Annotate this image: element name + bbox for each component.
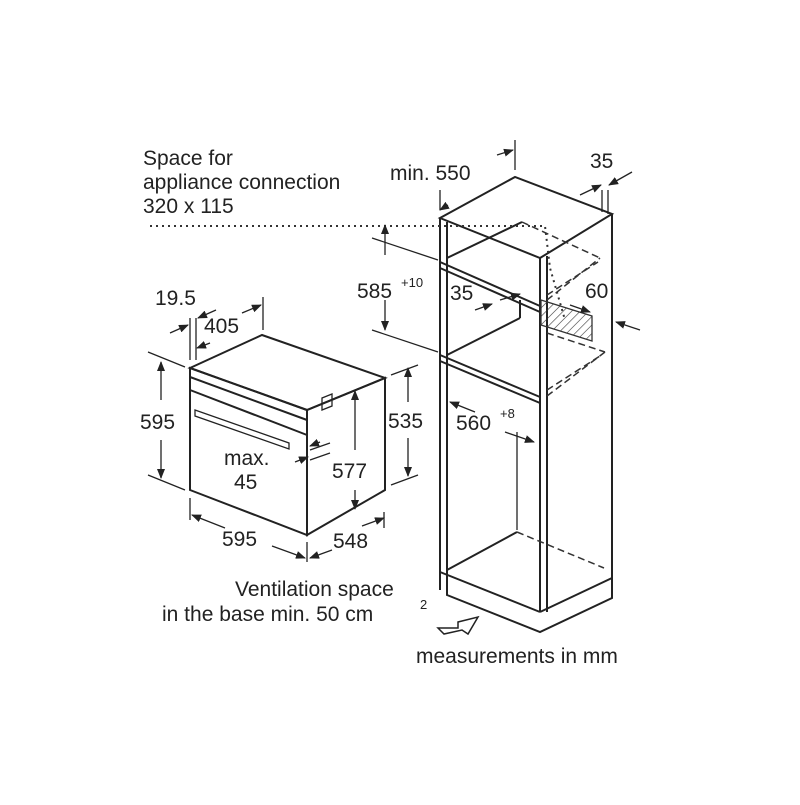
dimension-405-label: 405 bbox=[204, 315, 239, 338]
connection-label-line1: Space for bbox=[143, 147, 233, 170]
dimension-lines bbox=[147, 140, 641, 562]
oven-depth-label: 548 bbox=[333, 530, 368, 553]
depth-35-label: 35 bbox=[590, 150, 613, 173]
oven-body-height-label: 535 bbox=[388, 410, 423, 433]
niche-width-tolerance: +8 bbox=[500, 406, 515, 421]
units-note: measurements in mm bbox=[416, 645, 618, 668]
dimension-60-label: 60 bbox=[585, 280, 608, 303]
max-label: max. bbox=[224, 447, 270, 470]
dimension-45-label: 45 bbox=[234, 471, 257, 494]
oven-drawing bbox=[187, 333, 388, 537]
niche-height-label: 585 bbox=[357, 280, 392, 303]
oven-width-label: 595 bbox=[222, 528, 257, 551]
ventilation-label-line2: in the base min. 50 cm bbox=[162, 603, 373, 626]
connection-label-line2: appliance connection bbox=[143, 171, 340, 194]
niche-height-tolerance: +10 bbox=[401, 275, 423, 290]
cabinet-drawing bbox=[150, 175, 615, 634]
min-width-label: min. 550 bbox=[390, 162, 471, 185]
dimension-35-label: 35 bbox=[450, 282, 473, 305]
dimension-577-label: 577 bbox=[332, 460, 367, 483]
ventilation-arrow-icon bbox=[436, 615, 480, 636]
oven-height-label: 595 bbox=[140, 411, 175, 434]
connection-label-line3: 320 x 115 bbox=[143, 195, 234, 218]
ventilation-label-sup: 2 bbox=[420, 597, 427, 612]
dimension-19-5-label: 19.5 bbox=[155, 287, 196, 310]
ventilation-label-line1: Ventilation space bbox=[235, 578, 394, 601]
niche-width-label: 560 bbox=[456, 412, 491, 435]
